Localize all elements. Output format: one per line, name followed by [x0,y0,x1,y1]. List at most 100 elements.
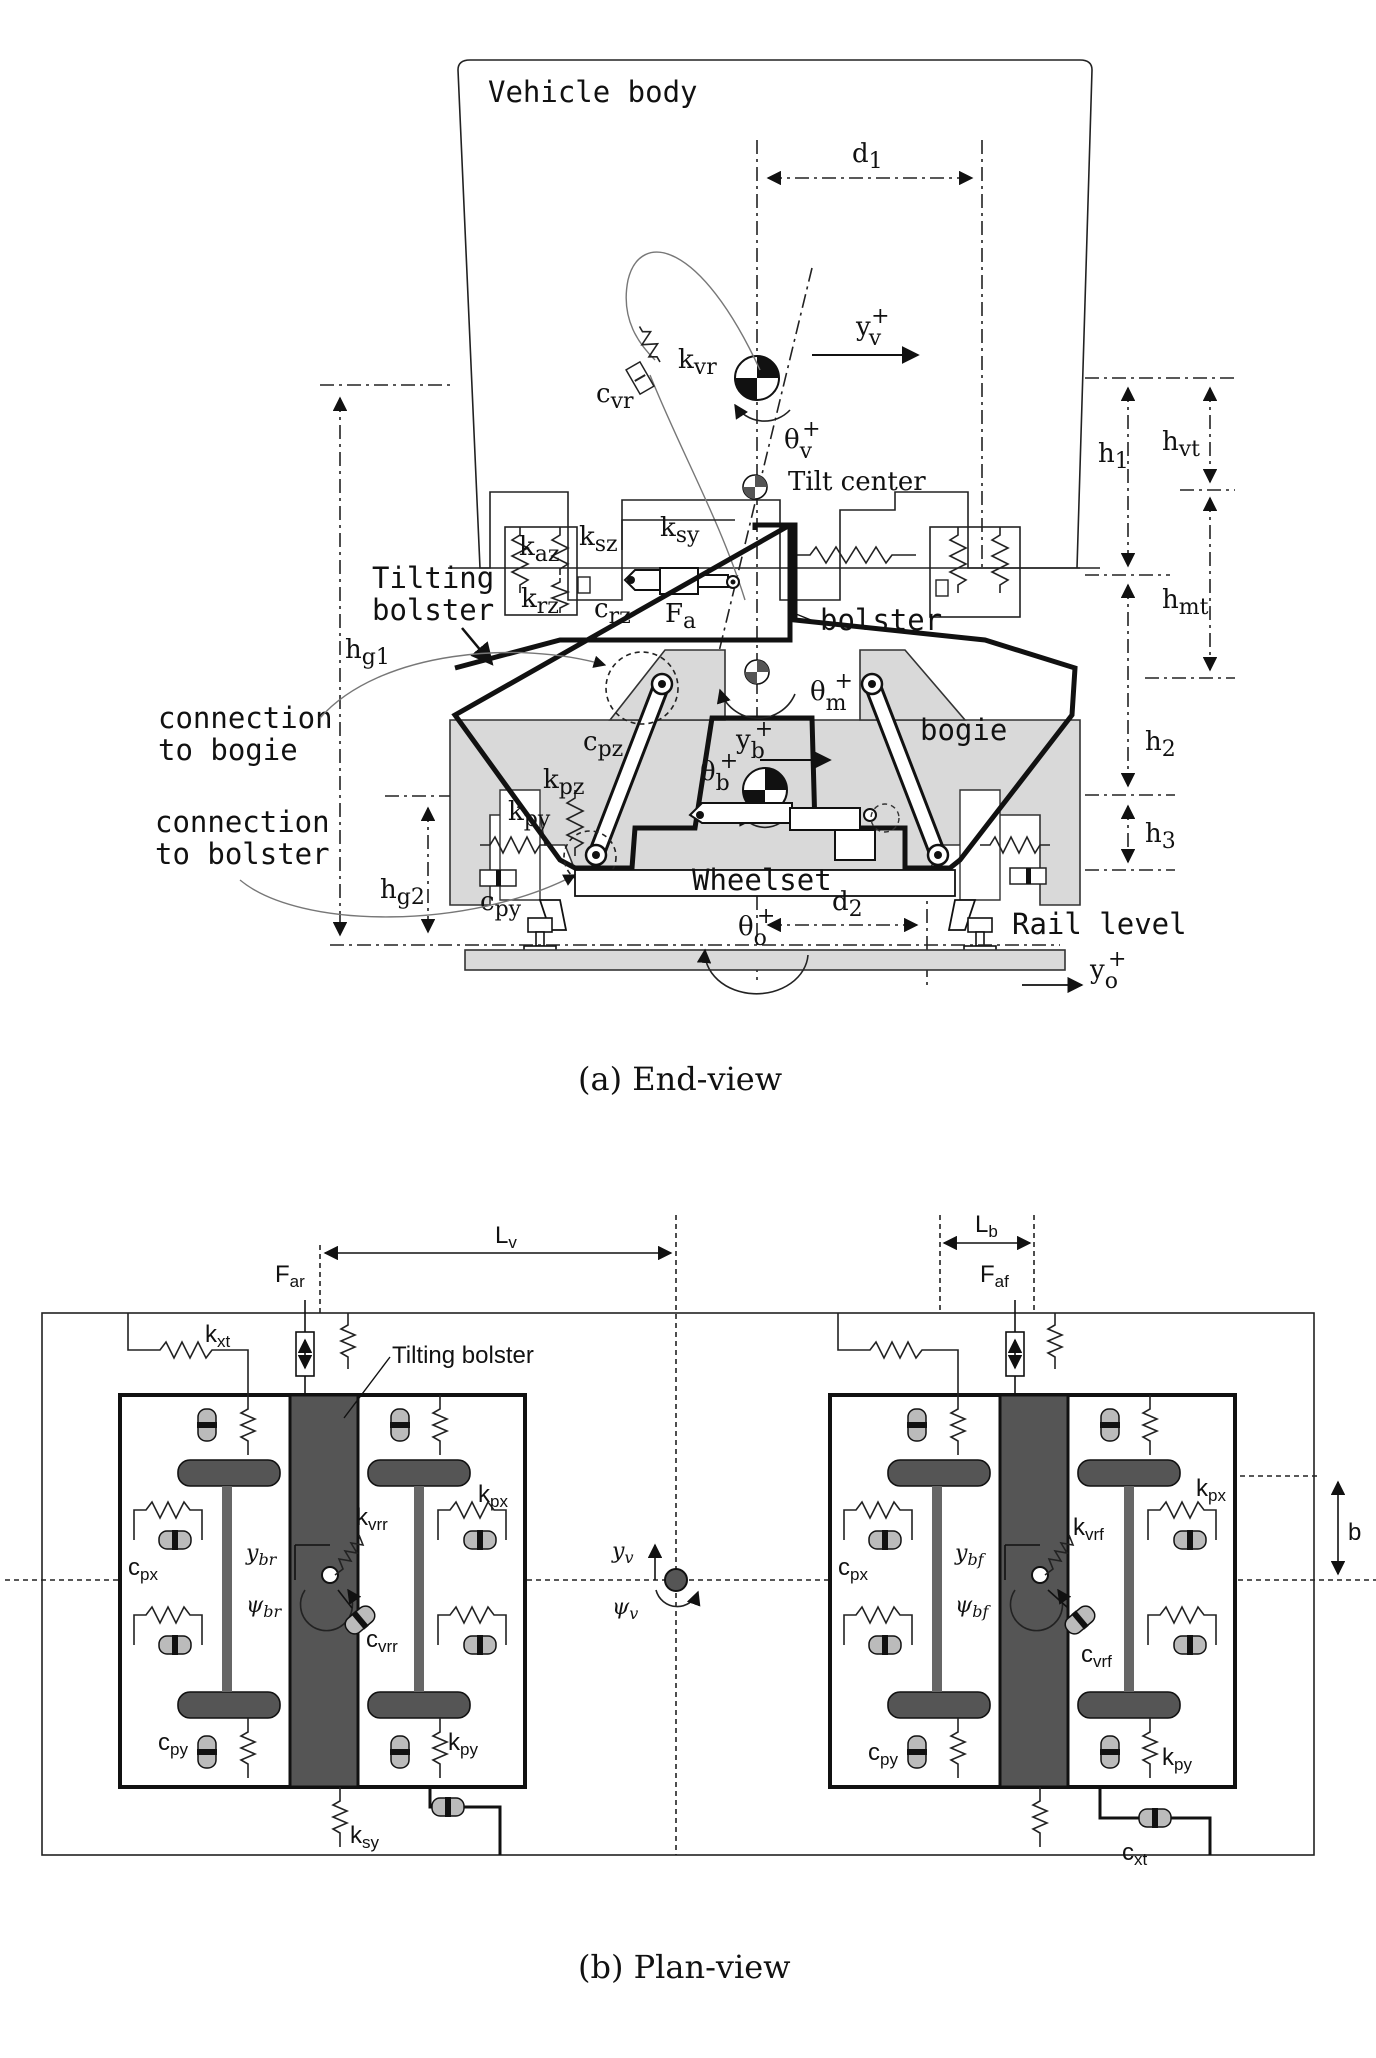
tilt-center-marker [742,474,768,500]
rail-left [523,917,557,953]
yo-label: yo+ [1089,947,1126,994]
rear-cpx-label: cpx [128,1554,158,1584]
far-label: Far [275,1261,305,1291]
kvr-link-curve [625,251,761,601]
front-long-spring [837,1313,959,1395]
rear-ybr-label: ybr [245,1541,278,1569]
plan-view-caption: (b) Plan-view [578,1948,791,1986]
bolster-cg-marker [744,659,770,685]
cxt-label: cxt [1122,1839,1148,1869]
connection-to-bolster-pointer [239,874,577,918]
ksz-spring [550,527,570,575]
rear-kvrr-label: kvrr [356,1504,388,1534]
bogie-label: bogie [920,713,1007,747]
front-tilting-bolster [998,1393,1070,1789]
hvt-label: hvt [1162,427,1200,462]
hg2-label: hg2 [380,875,425,910]
krz-spring [549,578,571,613]
rear-psibr-label: ψbr [246,1593,283,1621]
theta-v-arrow [734,403,791,422]
b-label: b [1348,1519,1361,1546]
cvr-label: cvr [596,379,634,414]
cpy-label: cpy [480,887,522,922]
hg1-label: hg1 [345,635,390,670]
vehicle-body-plan [41,1312,1315,1856]
rear-cpy-label: cpy [158,1729,188,1759]
theta-m-label: θm+ [810,669,853,716]
front-kvrf-label: kvrf [1073,1514,1104,1544]
fa-label: Fa [665,599,696,634]
rear-tilting-bolster [288,1393,360,1789]
d2-label: d2 [832,887,863,922]
kpy-spring [480,835,550,855]
vehicle-cg-plan [664,1568,688,1592]
yv-plan-label: yv [611,1539,633,1567]
connection-to-bogie-pointer [319,651,607,719]
track-bed [464,949,1066,971]
vehicle-body-outline [457,59,1100,569]
vehicle-body-skirt [448,491,1080,601]
right-cpy-damper [1009,867,1047,885]
bolster-top-step [755,522,793,640]
secondary-susp-left-box [504,526,578,616]
front-cpy-label: cpy [868,1739,898,1769]
wheelset-label: Wheelset [692,863,832,897]
yb-label: yb+ [735,717,773,764]
faf-label: Faf [980,1261,1009,1291]
cpz-label: cpz [583,727,623,762]
plan-view: Lv Lb b [5,1211,1376,1986]
tilting-bolster-pointer [461,627,494,666]
psiv-label: ψv [612,1595,638,1623]
lb-label: Lb [975,1211,998,1241]
front-cpx-label: cpx [838,1554,868,1584]
front-ybf-label: ybf [954,1541,987,1569]
theta-b-label: θb+ [700,749,738,796]
kpy-label: kpy [508,797,551,832]
rear-bolster-top-spring [338,1313,358,1369]
kvr-label: kvr [678,345,717,380]
theta-m-arrow [716,688,796,720]
rear-kpy-label: kpy [448,1729,478,1759]
connection-to-bolster-label-2: to bolster [155,837,330,871]
rail-right [963,917,997,953]
d1-label: d1 [852,139,883,174]
tilting-bolster-label-2: bolster [372,593,494,627]
swing-link-left [584,672,674,867]
rear-lateral-damper [431,1796,465,1818]
front-cvrf-label: cvrf [1081,1641,1112,1671]
vehicle-body-label: Vehicle body [488,75,698,109]
right-sec-spring-b [990,527,1010,593]
ksy-spring-right [790,545,916,565]
rear-cvrr-label: cvrr [366,1626,398,1656]
front-psibf-label: ψbf [955,1593,992,1621]
connection-highlight-top [605,651,679,725]
right-sec-spring-a [948,527,968,593]
front-bolster-top-spring [1045,1313,1065,1369]
h2-label: h2 [1145,727,1176,762]
faf-actuator [1005,1300,1025,1395]
rail-level-label: Rail level [1012,907,1187,941]
tilting-bolster-plan-label: Tilting bolster [392,1342,534,1369]
krz-label: krz [521,584,559,619]
kvr-spring [638,326,661,363]
front-kpx-label: kpx [1196,1475,1226,1505]
crz-damper [577,576,591,594]
rear-bogie [118,1393,527,1789]
tilting-bolster-plan-pointer [343,1356,391,1419]
end-view: d1 yv+ θv+ kvr cvr Tilt center kaz ksz k… [155,59,1235,1098]
rear-lateral-damper-link [428,1787,502,1855]
theta-v-label: θv+ [784,417,821,464]
kxt-spring [127,1313,249,1395]
yv-label: yv+ [855,304,890,351]
hmt-label: hmt [1162,585,1209,620]
lower-actuator [688,802,900,861]
ksy-plan-label: ksy [350,1822,380,1852]
kpz-spring [565,790,585,856]
h1-label: h1 [1098,439,1129,474]
connection-to-bogie-label-2: to bogie [158,733,298,767]
ksy-box [621,519,735,550]
tilting-bolster-label-1: Tilting [372,561,494,595]
wheelset-axle [574,869,956,897]
front-ksy-spring [1030,1787,1050,1847]
theta-o-arrow [696,948,809,995]
